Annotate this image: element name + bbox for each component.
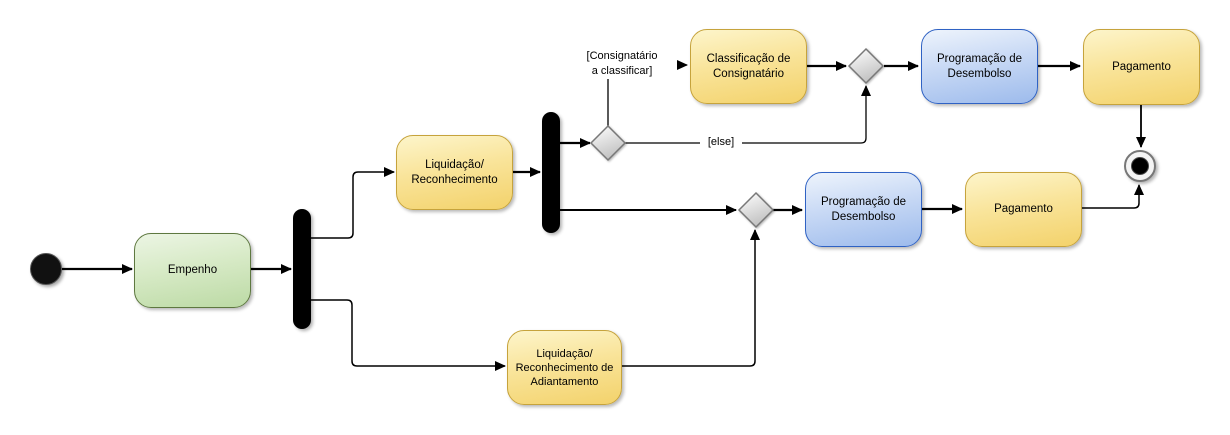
final-node xyxy=(1124,150,1156,182)
activity-pagamento-inferior: Pagamento xyxy=(965,172,1082,247)
merge-diamond-bottom xyxy=(737,191,775,229)
activity-liquidacao-adiantamento: Liquidação/ Reconhecimento de Adiantamen… xyxy=(507,330,622,405)
activity-classificacao-consignatario: Classificação de Consignatário xyxy=(690,29,807,104)
activity-empenho: Empenho xyxy=(134,233,251,308)
decision-diamond xyxy=(589,124,627,162)
fork-bar-1 xyxy=(293,209,311,329)
fork-bar-2 xyxy=(542,112,560,233)
guard-label-consignatario: [Consignatário a classificar] xyxy=(567,49,677,79)
edge-fork1-to-liquidacao xyxy=(311,167,395,239)
guard-label-else: [else] xyxy=(700,135,742,150)
edge-fork1-to-adiantamento xyxy=(311,299,506,371)
activity-pagamento-superior: Pagamento xyxy=(1083,29,1200,105)
activity-liquidacao-reconhecimento: Liquidação/ Reconhecimento xyxy=(396,135,513,210)
final-node-dot xyxy=(1131,157,1149,175)
activity-programacao-desembolso-superior: Programação de Desembolso xyxy=(921,29,1038,104)
merge-diamond-top xyxy=(847,47,885,85)
initial-node xyxy=(30,253,62,285)
edge-decision-else-to-merge-top xyxy=(624,85,871,144)
edge-adiantamento-to-merge-bottom xyxy=(622,229,760,367)
edge-pagamento-inf-to-end xyxy=(1082,184,1144,209)
activity-programacao-desembolso-inferior: Programação de Desembolso xyxy=(805,172,922,247)
